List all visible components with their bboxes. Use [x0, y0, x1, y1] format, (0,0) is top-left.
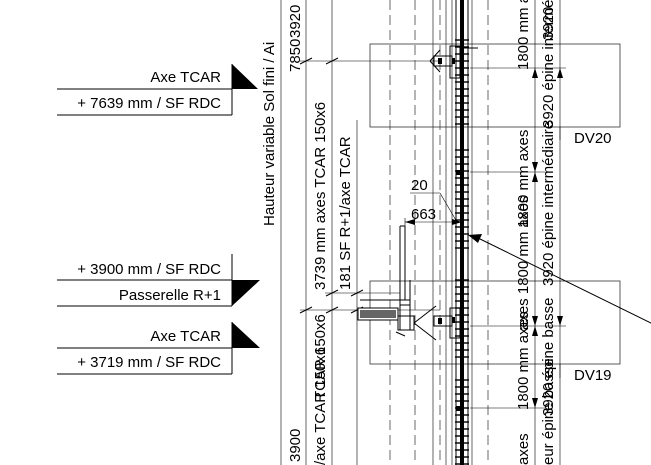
- label-dv20: DV20: [574, 130, 612, 147]
- label-level-3900: + 3900 mm / SF RDC: [77, 261, 221, 278]
- level-marker-axe-tcar-top: Axe TCAR + 7639 mm / SF RDC: [57, 64, 258, 116]
- bracket-top: [429, 45, 478, 79]
- label-sol-axe-tcar: /axe TCAR 150x6: [312, 347, 329, 465]
- dim-663: 663: [404, 206, 462, 240]
- label-dim-3920-right: 3920: [540, 7, 557, 40]
- dim-20: 20: [410, 177, 458, 223]
- spine-markers: [456, 170, 460, 411]
- construction-lines: [389, 0, 489, 465]
- label-axes-bottom: axes: [515, 433, 532, 465]
- label-dim-7850: 7850: [287, 39, 304, 72]
- connector-vertical: [399, 225, 406, 300]
- label-epine-basse: 3920 épine basse: [540, 298, 557, 416]
- bracket-bottom: [413, 305, 461, 341]
- label-passerelle: Passerelle R+1: [119, 287, 221, 304]
- label-dim-663: 663: [411, 206, 436, 223]
- label-axe-tcar-top: Axe TCAR: [150, 69, 221, 86]
- label-epine-intermediaire: 3920 épine intermédiaire: [540, 121, 557, 286]
- level-marker-passerelle: + 3900 mm / SF RDC Passerelle R+1: [57, 254, 260, 307]
- label-axes-1800-mid: 1800 mm axes: [515, 130, 532, 228]
- right-dimension-lines: [470, 0, 566, 465]
- main-spine: [451, 0, 473, 465]
- label-axes-tcar-150x6-top: 3739 mm axes TCAR 150x6: [312, 102, 329, 290]
- label-axes-1800-top: 1800 mm axes: [515, 0, 532, 70]
- vertical-dimension-lines: [280, 0, 440, 465]
- label-dim-3920-top: 3920: [287, 5, 304, 38]
- panel-dv20: DV20: [369, 43, 621, 147]
- label-dim-3920-mid: 3920 épine intermédiaire: [540, 0, 557, 128]
- label-hauteur-variable: Hauteur variable Sol fini / Ai: [261, 42, 278, 226]
- label-dv19: DV19: [574, 367, 612, 384]
- label-sf-r1-axe-tcar: 181 SF R+1/axe TCAR: [337, 136, 354, 290]
- label-dim-20: 20: [411, 177, 428, 194]
- passerelle-slab: [357, 280, 415, 337]
- label-axes-1800-bottom: 1800 mm axes: [515, 312, 532, 410]
- panel-dv19: DV19: [369, 280, 621, 384]
- label-epine-bottom: eur épine basse: [540, 358, 557, 465]
- leader-line: [468, 234, 651, 324]
- label-axes-1800-low: axes 1800 mm axes: [515, 196, 532, 330]
- spine-rungs: [455, 39, 469, 465]
- level-marker-axe-tcar-bottom: Axe TCAR + 3719 mm / SF RDC: [57, 322, 260, 375]
- label-level-7639: + 7639 mm / SF RDC: [77, 95, 221, 112]
- label-level-3719: + 3719 mm / SF RDC: [77, 354, 221, 371]
- label-axe-tcar-bottom: Axe TCAR: [150, 328, 221, 345]
- label-dim-3900: 3900: [287, 429, 304, 462]
- label-tcar-150x6-bottom: TCAR 150x6: [312, 314, 329, 400]
